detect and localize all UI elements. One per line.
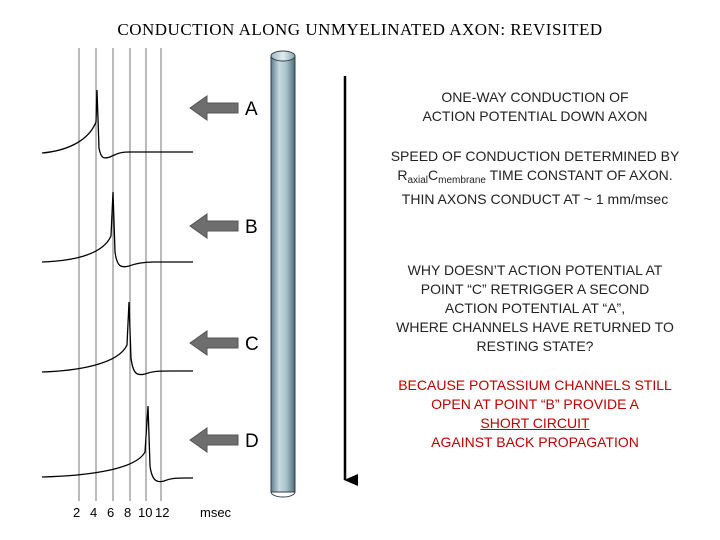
arrow-b-icon [189, 213, 239, 239]
tick-label-4: 4 [90, 505, 97, 520]
short-circuit-text: SHORT CIRCUIT [480, 415, 590, 431]
note-one-way-conduction: ONE-WAY CONDUCTION OF ACTION POTENTIAL D… [360, 88, 710, 126]
note-line-time-constant: RaxialCmembrane TIME CONSTANT OF AXON. [360, 166, 710, 190]
note-question: WHY DOESN’T ACTION POTENTIAL AT POINT “C… [360, 261, 710, 356]
trace-d [41, 405, 193, 483]
note-conduction-speed: SPEED OF CONDUCTION DETERMINED BY Raxial… [360, 147, 710, 209]
label-point-c: C [245, 334, 259, 355]
note-line: WHY DOESN’T ACTION POTENTIAL AT [407, 262, 663, 278]
time-gridlines [78, 48, 162, 501]
trace-b [41, 191, 193, 268]
note-line: AGAINST BACK PROPAGATION [431, 434, 639, 450]
c-subscript: membrane [438, 175, 486, 186]
note-line: ACTION POTENTIAL DOWN AXON [422, 108, 648, 124]
tick-label-2: 2 [73, 505, 80, 520]
note-answer: BECAUSE POTASSIUM CHANNELS STILL OPEN AT… [360, 376, 710, 452]
trace-c [41, 301, 193, 376]
time-unit-label: msec [200, 505, 232, 520]
label-point-b: B [245, 217, 258, 238]
trace-a [41, 89, 193, 159]
tick-label-12: 12 [155, 505, 169, 520]
arrow-d-icon [189, 427, 239, 453]
r-symbol: R [397, 167, 408, 183]
label-point-d: D [245, 431, 259, 452]
tick-label-6: 6 [107, 505, 114, 520]
note-line: POINT “C” RETRIGGER A SECOND [420, 281, 650, 297]
note-line: ACTION POTENTIAL AT “A”, [444, 300, 626, 316]
tick-label-8: 8 [124, 505, 131, 520]
note-text: TIME CONSTANT OF AXON. [485, 167, 673, 183]
arrow-c-icon [189, 330, 239, 356]
c-symbol: C [428, 167, 439, 183]
voltage-traces [41, 89, 193, 483]
note-line: SPEED OF CONDUCTION DETERMINED BY [390, 148, 680, 164]
note-line: OPEN AT POINT “B” PROVIDE A [431, 396, 639, 412]
arrow-a-icon [189, 95, 239, 121]
page-title: CONDUCTION ALONG UNMYELINATED AXON: REVI… [117, 20, 603, 39]
position-arrows [189, 95, 239, 453]
axon-cylinder [270, 50, 296, 498]
note-line: RESTING STATE? [476, 338, 594, 354]
tick-label-10: 10 [138, 505, 152, 520]
label-point-a: A [245, 99, 258, 120]
note-line: WHERE CHANNELS HAVE RETURNED TO [396, 319, 674, 335]
note-line: THIN AXONS CONDUCT AT ~ 1 mm/msec [401, 191, 669, 207]
note-line: ONE-WAY CONDUCTION OF [441, 89, 629, 105]
r-subscript: axial [407, 175, 429, 186]
note-line: BECAUSE POTASSIUM CHANNELS STILL [398, 377, 672, 393]
